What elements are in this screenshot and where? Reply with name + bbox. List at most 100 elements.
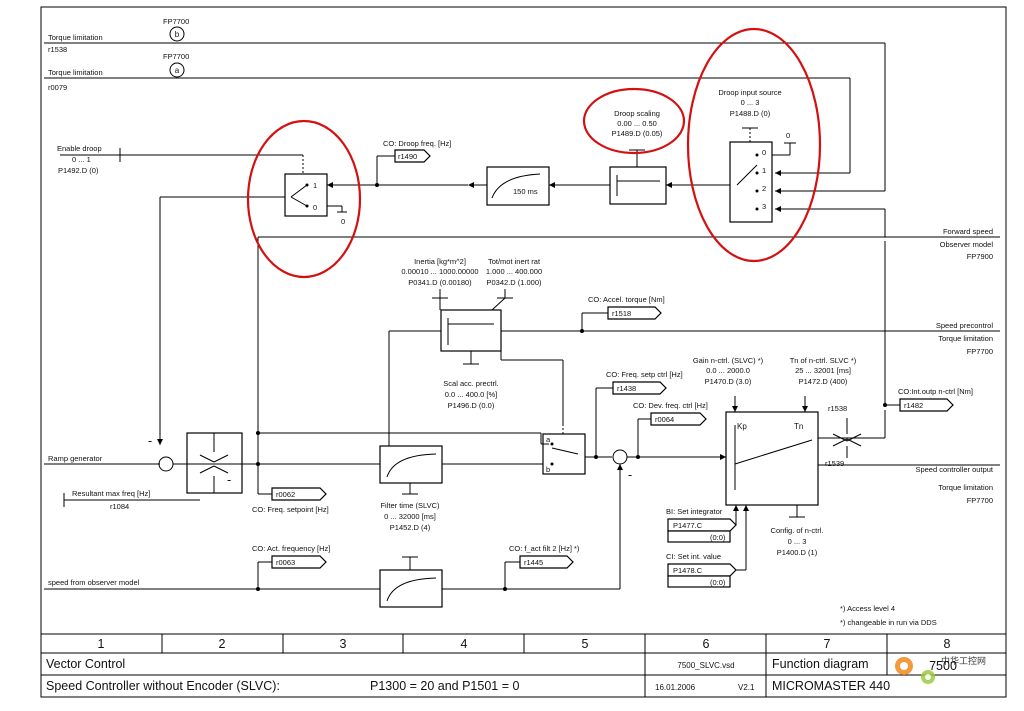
droop-sw-1: 1 xyxy=(762,166,766,175)
r1539-label: r1539 xyxy=(825,459,844,468)
r1518-label: r1518 xyxy=(612,309,631,318)
p1478-value-box xyxy=(667,575,731,588)
speed-controller-block xyxy=(725,411,819,506)
gain-label: Gain n-ctrl. (SLVC) *) xyxy=(693,356,764,365)
act-frequency-label: CO: Act. frequency [Hz] xyxy=(252,544,330,553)
fp7900-label: FP7900 xyxy=(967,252,993,261)
note-changeable: *) changeable in run via DDS xyxy=(840,618,937,627)
filter-slvc-block xyxy=(379,445,443,484)
droop-sw-3: 3 xyxy=(762,202,766,211)
r1438-label: r1438 xyxy=(617,384,636,393)
resultant-max-label: Resultant max freq [Hz] xyxy=(72,489,150,498)
r0062-label: r0062 xyxy=(276,490,295,499)
footer-date: 16.01.2006 xyxy=(655,683,696,692)
config-param: P1400.D (1) xyxy=(777,548,818,557)
watermark-logo: 中华工控网 xyxy=(895,655,986,684)
co-int-label: CO:Int.outp n-ctrl [Nm] xyxy=(898,387,973,396)
r1438-connector xyxy=(612,381,667,395)
p1477-value-box xyxy=(667,530,731,543)
freq-setpoint-label: CO: Freq. setpoint [Hz] xyxy=(252,505,329,514)
footer-col-1: 1 xyxy=(98,637,105,651)
inertia-label: Inertia [kg*m^2] xyxy=(414,257,466,266)
kp-label: Kp xyxy=(737,422,747,431)
precontrol-switch-a: a xyxy=(546,435,551,444)
enable-switch-1: 1 xyxy=(313,181,317,190)
speed-precontrol-label: Speed precontrol xyxy=(936,321,993,330)
torque-limit-a-label: Torque limitation xyxy=(48,68,103,77)
outer-frame xyxy=(40,6,1007,698)
r1518-connector xyxy=(607,306,662,320)
tn-ctrl-param: P1472.D (400) xyxy=(799,377,848,386)
p1477-connector xyxy=(667,518,737,532)
droop-input-switch xyxy=(729,141,773,223)
pt1-time-label: 150 ms xyxy=(513,187,538,196)
inertia-range: 0.00010 ... 1000.00000 xyxy=(401,267,478,276)
accel-torque-label: CO: Accel. torque [Nm] xyxy=(588,295,665,304)
droop-scaling-range: 0.00 ... 0.50 xyxy=(617,119,657,128)
filter-time-label: Filter time (SLVC) xyxy=(380,501,440,510)
footer-product: MICROMASTER 440 xyxy=(772,679,890,693)
ref-b-circle xyxy=(169,26,185,42)
minus-2: - xyxy=(227,473,231,487)
f-act-filt-label: CO: f_act filt 2 [Hz] *) xyxy=(509,544,580,553)
filter-act-block xyxy=(379,569,443,608)
r1084-label: r1084 xyxy=(110,502,129,511)
tn-ctrl-label: Tn of n-ctrl. SLVC *) xyxy=(790,356,857,365)
droop-freq-label: CO: Droop freq. [Hz] xyxy=(383,139,451,148)
r0063-connector xyxy=(271,555,327,569)
enable-switch-0: 0 xyxy=(313,203,317,212)
r0079-label: r0079 xyxy=(48,83,67,92)
footer-col-4: 4 xyxy=(461,637,468,651)
scal-acc-range: 0.0 ... 400.0 [%] xyxy=(445,390,498,399)
droop-scaling-param: P1489.D (0.05) xyxy=(612,129,663,138)
config-label: Config. of n-ctrl. xyxy=(771,526,824,535)
tn-label: Tn xyxy=(794,422,803,431)
ci-set-int-label: CI: Set int. value xyxy=(666,552,721,561)
r0064-connector xyxy=(650,412,707,426)
footer-version: V2.1 xyxy=(738,683,755,692)
torque-limitation-2: Torque limitation xyxy=(938,483,993,492)
p1477-value: (0:0) xyxy=(710,533,726,542)
r1538-label: r1538 xyxy=(828,404,847,413)
gain-range: 0.0 ... 2000.0 xyxy=(706,366,750,375)
r1445-label: r1445 xyxy=(524,558,543,567)
fp-b-label: FP7700 xyxy=(163,17,189,26)
enable-droop-label: Enable droop xyxy=(57,144,102,153)
footer-params: P1300 = 20 and P1501 = 0 xyxy=(370,679,519,693)
watermark-text: 中华工控网 xyxy=(941,655,986,666)
enable-droop-param: P1492.D (0) xyxy=(58,166,99,175)
footer-col-3: 3 xyxy=(340,637,347,651)
r1490-connector xyxy=(394,149,431,163)
observer-model-label: Observer model xyxy=(940,240,994,249)
speed-observer-label: speed from observer model xyxy=(48,578,140,587)
fp7700-2: FP7700 xyxy=(967,496,993,505)
inertia-param: P0341.D (0.00180) xyxy=(408,278,472,287)
footer-vector-control: Vector Control xyxy=(46,657,125,671)
footer-file: 7500_SLVC.vsd xyxy=(677,661,734,670)
inertia-block xyxy=(440,309,502,352)
droop-scaling-label: Droop scaling xyxy=(614,109,660,118)
droop-input-label: Droop input source xyxy=(718,88,781,97)
footer-col-2: 2 xyxy=(219,637,226,651)
forward-speed-label: Forward speed xyxy=(943,227,993,236)
droop-scaling-block xyxy=(609,166,667,205)
footer-title: Speed Controller without Encoder (SLVC): xyxy=(46,679,280,693)
footer-fd-number: 7500 xyxy=(929,659,957,673)
p1477-label: P1477.C xyxy=(673,521,703,530)
scal-acc-label: Scal acc. prectrl. xyxy=(443,379,498,388)
ref-a-circle xyxy=(169,62,185,78)
ref-b-label: b xyxy=(175,30,180,39)
r1490-label: r1490 xyxy=(398,152,417,161)
highlight-enable-droop xyxy=(246,119,362,279)
sum-junction-2 xyxy=(612,449,628,465)
footer-col-8: 8 xyxy=(944,637,951,651)
minus-3: - xyxy=(628,468,632,482)
filter-time-range: 0 ... 32000 [ms] xyxy=(384,512,436,521)
droop-input-range: 0 ... 3 xyxy=(741,98,760,107)
enable-droop-switch xyxy=(284,173,328,217)
freq-setp-ctrl-label: CO: Freq. setp ctrl [Hz] xyxy=(606,370,683,379)
totmot-range: 1.000 ... 400.000 xyxy=(486,267,542,276)
p1478-connector xyxy=(667,563,737,577)
